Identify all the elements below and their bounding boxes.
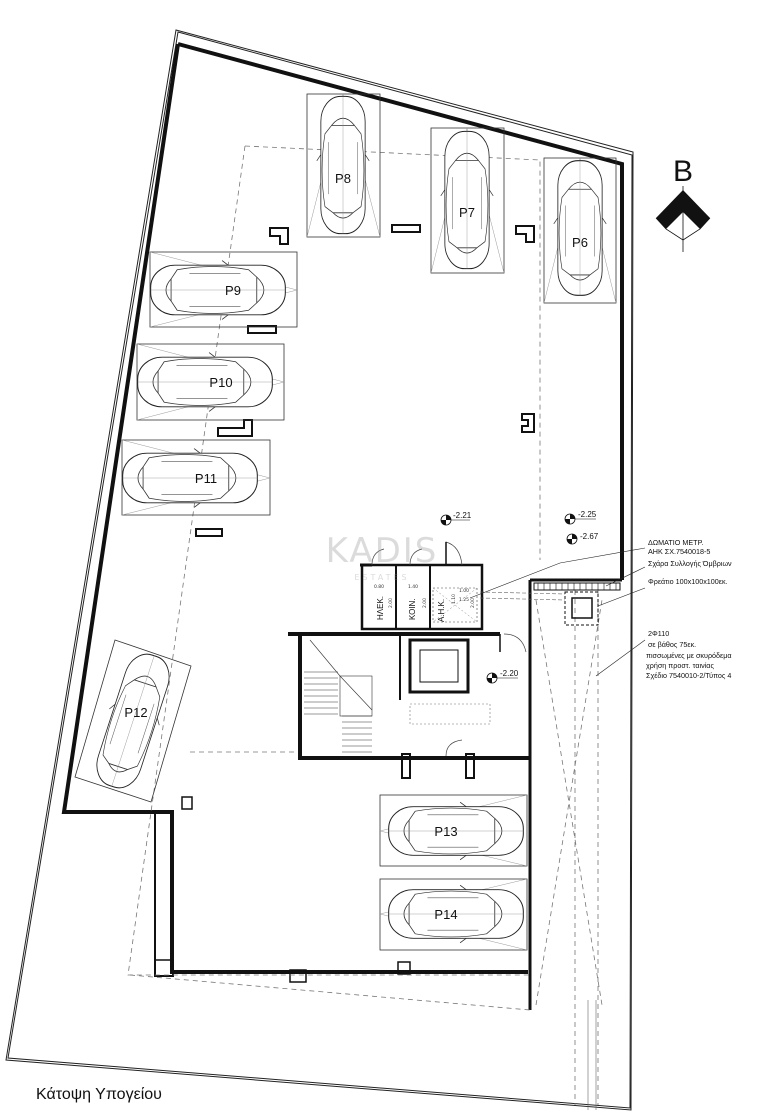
note-pipe-drawing: Σχέδιο 7540010-2/Τύπος 4 xyxy=(646,671,731,680)
parking-bay-p12[interactable]: P12 xyxy=(74,639,192,803)
room-dimension: 2.00 xyxy=(422,598,428,608)
svg-text:-2.25: -2.25 xyxy=(578,510,597,519)
basement-wall xyxy=(61,42,624,1010)
technical-notes: ΔΩΜΑΤΙΟ ΜΕΤΡ. ΑΗΚ ΣΧ.7540018-5 Σχάρα Συλ… xyxy=(646,538,732,680)
ramp-outline xyxy=(127,145,603,1105)
drawing-title: Κάτοψη Υπογείου xyxy=(36,1086,162,1103)
building-core xyxy=(288,541,530,760)
note-manhole: Φρεάτιο 100x100x100εκ. xyxy=(648,577,728,586)
parking-bay-p10[interactable]: P10 xyxy=(136,343,285,421)
svg-text:KADIS: KADIS xyxy=(326,531,439,571)
svg-text:-2.20: -2.20 xyxy=(500,669,519,678)
room-dimension: 1.40 xyxy=(408,584,418,590)
parking-label: P6 xyxy=(572,235,588,250)
svg-text:-2.21: -2.21 xyxy=(453,511,472,520)
drainage xyxy=(479,582,621,1110)
parking-bay-p7[interactable]: P7 xyxy=(430,127,505,274)
room-dimension: 1.10 xyxy=(451,594,457,604)
room-label-electric: ΗΛΕΚ. xyxy=(376,596,385,620)
level-marker: -2.67 xyxy=(566,532,599,545)
watermark-logo: KADIS ESTATES xyxy=(326,531,439,582)
parking-bay-p6[interactable]: P6 xyxy=(543,157,617,304)
level-marker: -2.20 xyxy=(486,669,519,684)
parking-bay-p13[interactable]: P13 xyxy=(379,794,528,867)
svg-text:-2.67: -2.67 xyxy=(580,532,599,541)
room-dimension: 2.00 xyxy=(470,598,476,608)
parking-label: P9 xyxy=(225,283,241,298)
room-label-common: ΚΟΙΝ. xyxy=(408,598,417,620)
note-pipe-depth: σε βάθος 75εκ. xyxy=(648,640,696,649)
parking-label: P14 xyxy=(434,907,457,922)
room-dimension: 0.80 xyxy=(374,584,384,590)
room-label-ahk: Α.Η.Κ. xyxy=(437,599,446,622)
room-dimension: 1.25 xyxy=(459,597,469,603)
room-dimension: 2.00 xyxy=(388,598,394,608)
note-leaders xyxy=(469,547,646,677)
north-letter: B xyxy=(673,155,693,188)
north-arrow-icon: B xyxy=(655,155,711,252)
level-marker: -2.25 xyxy=(564,510,597,525)
note-pipe: 2Φ110 xyxy=(648,629,669,638)
site-boundary xyxy=(5,29,634,1111)
parking-label: P8 xyxy=(335,171,351,186)
columns xyxy=(195,224,535,779)
parking-label: P7 xyxy=(459,205,475,220)
note-meter-room-ref: ΑΗΚ ΣΧ.7540018-5 xyxy=(648,547,710,556)
room-dimension: 1.00 xyxy=(459,588,469,594)
parking-label: P13 xyxy=(434,824,457,839)
note-grate: Σχάρα Συλλογής Όμβριων xyxy=(648,559,732,568)
svg-text:ESTATES: ESTATES xyxy=(354,573,409,582)
parking-label: P11 xyxy=(195,471,217,486)
parking-bay-p9[interactable]: P9 xyxy=(149,251,298,328)
note-pipe-concrete: πισσωμένες με σκυρόδεμα xyxy=(646,651,732,660)
level-marker: -2.21 xyxy=(440,511,472,526)
parking-bay-p8[interactable]: P8 xyxy=(306,93,381,238)
parking-bay-p11[interactable]: P11 xyxy=(121,439,271,516)
parking-label: P12 xyxy=(124,705,147,720)
parking-label: P10 xyxy=(209,375,232,390)
note-pipe-tape: χρήση προστ. ταινίας xyxy=(646,661,714,670)
note-meter-room: ΔΩΜΑΤΙΟ ΜΕΤΡ. xyxy=(648,538,703,547)
parking-bay-p14[interactable]: P14 xyxy=(379,878,528,951)
